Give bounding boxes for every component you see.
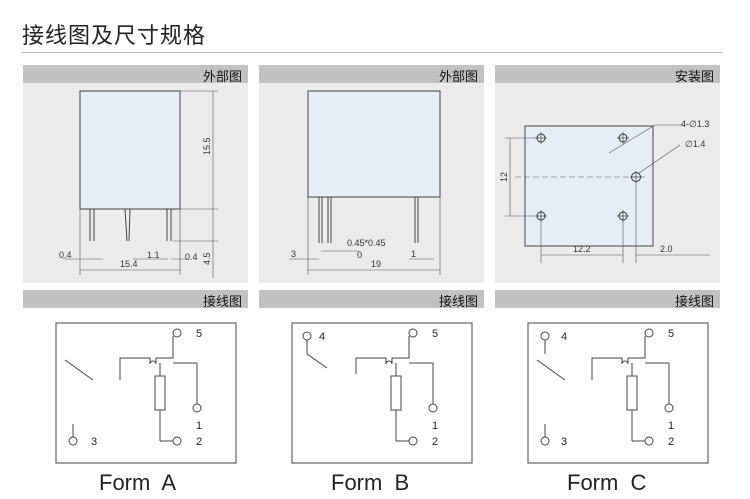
terminal: [408, 328, 418, 338]
panel-outline-front: 外部图 15.5 4.5 15.4 0.4: [23, 65, 248, 283]
terminal: [68, 436, 78, 446]
dim-width: 19: [371, 259, 381, 269]
footprint: [524, 125, 654, 247]
terminal: [644, 328, 654, 338]
terminal: [192, 403, 202, 413]
panel-header: 接线图: [495, 290, 720, 310]
label-holes: 4-∅1.3: [681, 119, 709, 129]
dim-pin-a: 0.4: [59, 250, 72, 260]
terminal: [172, 328, 182, 338]
dim-offset: 3: [291, 249, 296, 259]
relay-body: [307, 90, 441, 198]
pin-label: 4: [561, 331, 567, 343]
panel-mounting: 安装图 4-∅1.3 ∅1.4 12: [495, 65, 720, 283]
terminal: [302, 331, 312, 341]
pin-label: 5: [432, 328, 438, 340]
terminal: [644, 436, 654, 446]
panel-header: 安装图: [495, 65, 720, 85]
outline-front-drawing: 15.5 4.5 15.4 0.4 1.1 0.4: [23, 83, 248, 283]
pin-label: 3: [91, 436, 97, 448]
pin: [124, 208, 128, 242]
coil: [390, 375, 402, 411]
coil: [154, 375, 166, 411]
pin-label: 1: [668, 420, 674, 432]
terminal: [664, 403, 674, 413]
form-label: Form A: [99, 470, 176, 495]
outline-side-drawing: 3 0.45*0.45 0 19 1: [259, 83, 484, 283]
mounting-drawing: 4-∅1.3 ∅1.4 12 12.2 2.0: [495, 83, 720, 283]
terminal: [172, 436, 182, 446]
circuit-frame: [527, 322, 709, 464]
dim-body-height: 15.5: [202, 137, 212, 155]
pin-label: 4: [319, 331, 325, 343]
terminal: [428, 403, 438, 413]
dim-pin-length: 4.5: [202, 252, 212, 265]
panel-outline-side: 外部图 3 0.45*0.45 0 19 1: [259, 65, 484, 283]
dim-body-width: 15.4: [120, 259, 138, 269]
relay-body: [79, 90, 181, 210]
pin-label: 5: [196, 328, 202, 340]
form-label: Form C: [567, 470, 647, 495]
dim-spacing: 12.2: [573, 244, 591, 254]
pin-label: 1: [432, 420, 438, 432]
label-hole: ∅1.4: [685, 139, 705, 149]
pin-label: 3: [561, 436, 567, 448]
form-a-wiring: 5 2 1 3 Form A: [23, 308, 248, 498]
pin-label: 2: [432, 436, 438, 448]
terminal: [540, 331, 550, 341]
terminal: [540, 436, 550, 446]
panel-form-b: 接线图 4 5 2 1 Form B: [259, 290, 484, 498]
terminal: [408, 436, 418, 446]
pin-label: 1: [196, 420, 202, 432]
panel-header: 外部图: [259, 65, 484, 85]
panel-header: 接线图: [259, 290, 484, 310]
dim-pitch: 1: [411, 249, 416, 259]
form-b-wiring: 4 5 2 1 Form B: [259, 308, 484, 498]
panel-form-a: 接线图 5 2 1 3 Form A: [23, 290, 248, 498]
pin-label: 5: [668, 328, 674, 340]
dim-edge: 2.0: [660, 244, 673, 254]
form-c-wiring: 4 5 2 1 3 Form C: [495, 308, 720, 498]
dim-pin-c: 0.4: [185, 252, 198, 262]
dim-pin-b: 1.1: [147, 250, 160, 260]
circuit-frame: [291, 322, 473, 464]
circuit-frame: [55, 322, 237, 464]
dim-height: 12: [499, 172, 509, 182]
pin-label: 2: [196, 436, 202, 448]
page-title: 接线图及尺寸规格: [22, 24, 207, 49]
form-label: Form B: [331, 470, 409, 495]
coil: [626, 375, 638, 411]
panel-header: 外部图: [23, 65, 248, 85]
panel-form-c: 接线图 4 5 2 1 3 Form C: [495, 290, 720, 498]
pin-label: 2: [668, 436, 674, 448]
dim-pin-offset: 0: [357, 250, 362, 260]
panel-header: 接线图: [23, 290, 248, 310]
dim-pin-section: 0.45*0.45: [347, 238, 386, 248]
title-divider: [22, 52, 722, 53]
